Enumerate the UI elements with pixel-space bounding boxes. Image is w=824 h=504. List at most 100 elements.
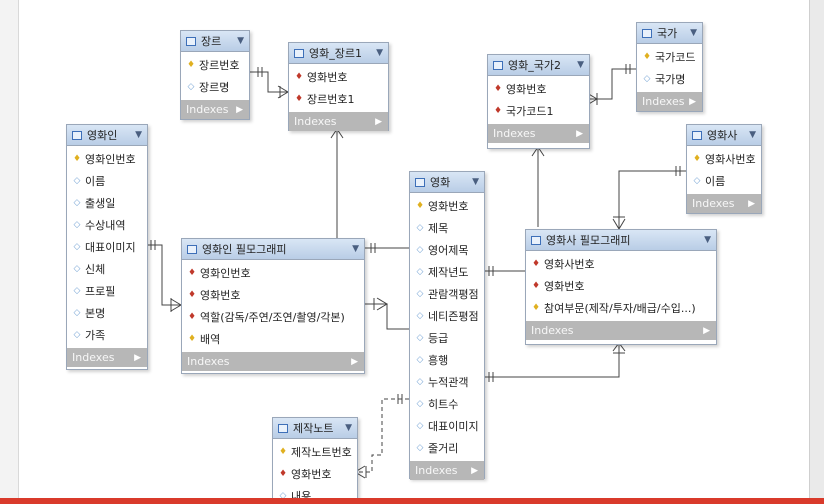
column-row[interactable]: ♦영화번호	[526, 275, 716, 297]
table-yeonghwa[interactable]: 영화 ▼ ♦영화번호◇제목◇영어제목◇제작년도◇관람객평점◇네티즌평점◇등급◇흥…	[409, 171, 485, 480]
vertical-scrollbar[interactable]	[809, 0, 824, 504]
column-row[interactable]: ♦배역	[182, 328, 364, 350]
column-icon: ◇	[73, 242, 81, 252]
expand-arrow-icon[interactable]: ▶	[748, 198, 755, 209]
column-row[interactable]: ◇영어제목	[410, 239, 484, 261]
column-row[interactable]: ◇누적관객	[410, 371, 484, 393]
chevron-down-icon[interactable]: ▼	[352, 244, 359, 254]
column-row[interactable]: ♦영화인번호	[67, 148, 147, 170]
column-row[interactable]: ◇수상내역	[67, 214, 147, 236]
column-row[interactable]: ♦영화번호	[182, 284, 364, 306]
table-header[interactable]: 영화사 ▼	[687, 125, 761, 146]
column-row[interactable]: ♦국가코드	[637, 46, 702, 68]
column-row[interactable]: ◇흥행	[410, 349, 484, 371]
column-row[interactable]: ♦영화번호	[488, 78, 589, 100]
column-row[interactable]: ◇줄거리	[410, 437, 484, 459]
column-row[interactable]: ◇국가명	[637, 68, 702, 90]
column-row[interactable]: ♦국가코드1	[488, 100, 589, 122]
expand-arrow-icon[interactable]: ▶	[351, 356, 358, 367]
indexes-bar[interactable]: Indexes ▶	[637, 92, 702, 111]
column-row[interactable]: ♦영화번호	[273, 463, 357, 485]
expand-arrow-icon[interactable]: ▶	[703, 325, 710, 336]
column-row[interactable]: ◇대표이미지	[67, 236, 147, 258]
column-row[interactable]: ◇관람객평점	[410, 283, 484, 305]
table-gukga[interactable]: 국가 ▼ ♦국가코드◇국가명 Indexes ▶	[636, 22, 703, 112]
column-icon: ◇	[693, 176, 701, 186]
column-row[interactable]: ♦참여부문(제작/투자/배급/수입...)	[526, 297, 716, 319]
table-header[interactable]: 영화 ▼	[410, 172, 484, 193]
table-icon	[642, 28, 652, 38]
chevron-down-icon[interactable]: ▼	[704, 235, 711, 245]
column-row[interactable]: ◇이름	[67, 170, 147, 192]
table-yeonghwasa-filmography[interactable]: 영화사 필모그래피 ▼ ♦영화사번호♦영화번호♦참여부문(제작/투자/배급/수입…	[525, 229, 717, 345]
column-row[interactable]: ◇이름	[687, 170, 761, 192]
column-row[interactable]: ◇등급	[410, 327, 484, 349]
table-yeonghwain[interactable]: 영화인 ▼ ♦영화인번호◇이름◇출생일◇수상내역◇대표이미지◇신체◇프로필◇본명…	[66, 124, 148, 370]
column-icon: ◇	[416, 355, 424, 365]
column-name: 장르번호	[199, 59, 240, 72]
indexes-bar[interactable]: Indexes ▶	[687, 194, 761, 213]
table-header[interactable]: 영화_국가2 ▼	[488, 55, 589, 76]
table-header[interactable]: 영화인 필모그래피 ▼	[182, 239, 364, 260]
column-row[interactable]: ♦영화번호	[289, 66, 388, 88]
column-list: ♦국가코드◇국가명	[637, 44, 702, 92]
indexes-bar[interactable]: Indexes ▶	[410, 461, 484, 480]
table-jangre[interactable]: 장르 ▼ ♦장르번호◇장르명 Indexes ▶	[180, 30, 250, 120]
column-row[interactable]: ◇신체	[67, 258, 147, 280]
table-header[interactable]: 국가 ▼	[637, 23, 702, 44]
column-name: 영화사번호	[705, 153, 756, 166]
expand-arrow-icon[interactable]: ▶	[375, 116, 382, 127]
table-header[interactable]: 장르 ▼	[181, 31, 249, 52]
column-row[interactable]: ♦장르번호1	[289, 88, 388, 110]
expand-arrow-icon[interactable]: ▶	[576, 128, 583, 139]
chevron-down-icon[interactable]: ▼	[472, 177, 479, 187]
column-row[interactable]: ♦영화사번호	[526, 253, 716, 275]
column-row[interactable]: ◇히트수	[410, 393, 484, 415]
table-header[interactable]: 영화_장르1 ▼	[289, 43, 388, 64]
table-yeonghwa-gukga2[interactable]: 영화_국가2 ▼ ♦영화번호♦국가코드1 Indexes ▶	[487, 54, 590, 149]
column-row[interactable]: ◇프로필	[67, 280, 147, 302]
expand-arrow-icon[interactable]: ▶	[236, 104, 243, 115]
chevron-down-icon[interactable]: ▼	[135, 130, 142, 140]
expand-arrow-icon[interactable]: ▶	[471, 465, 478, 476]
indexes-bar[interactable]: Indexes ▶	[526, 321, 716, 340]
column-row[interactable]: ♦제작노트번호	[273, 441, 357, 463]
expand-arrow-icon[interactable]: ▶	[134, 352, 141, 363]
column-row[interactable]: ◇대표이미지	[410, 415, 484, 437]
column-row[interactable]: ♦영화번호	[410, 195, 484, 217]
column-row[interactable]: ◇본명	[67, 302, 147, 324]
indexes-bar[interactable]: Indexes ▶	[289, 112, 388, 131]
column-row[interactable]: ♦장르번호	[181, 54, 249, 76]
chevron-down-icon[interactable]: ▼	[376, 48, 383, 58]
column-row[interactable]: ♦영화인번호	[182, 262, 364, 284]
column-icon: ◇	[73, 198, 81, 208]
column-row[interactable]: ♦역할(감독/주연/조연/촬영/각본)	[182, 306, 364, 328]
table-header[interactable]: 제작노트 ▼	[273, 418, 357, 439]
indexes-bar[interactable]: Indexes ▶	[182, 352, 364, 371]
column-row[interactable]: ◇가족	[67, 324, 147, 346]
table-header[interactable]: 영화사 필모그래피 ▼	[526, 230, 716, 251]
column-row[interactable]: ◇장르명	[181, 76, 249, 98]
indexes-bar[interactable]: Indexes ▶	[67, 348, 147, 367]
column-row[interactable]: ♦영화사번호	[687, 148, 761, 170]
table-header[interactable]: 영화인 ▼	[67, 125, 147, 146]
chevron-down-icon[interactable]: ▼	[690, 28, 697, 38]
table-jejaknote[interactable]: 제작노트 ▼ ♦제작노트번호♦영화번호◇내용	[272, 417, 358, 504]
chevron-down-icon[interactable]: ▼	[749, 130, 756, 140]
column-list: ♦영화인번호♦영화번호♦역할(감독/주연/조연/촬영/각본)♦배역	[182, 260, 364, 352]
table-yeonghwa-jangre1[interactable]: 영화_장르1 ▼ ♦영화번호♦장르번호1 Indexes ▶	[288, 42, 389, 131]
column-row[interactable]: ◇제작년도	[410, 261, 484, 283]
column-row[interactable]: ◇제목	[410, 217, 484, 239]
chevron-down-icon[interactable]: ▼	[237, 36, 244, 46]
chevron-down-icon[interactable]: ▼	[577, 60, 584, 70]
column-row[interactable]: ◇네티즌평점	[410, 305, 484, 327]
indexes-bar[interactable]: Indexes ▶	[488, 124, 589, 143]
indexes-bar[interactable]: Indexes ▶	[181, 100, 249, 119]
column-row[interactable]: ◇출생일	[67, 192, 147, 214]
chevron-down-icon[interactable]: ▼	[345, 423, 352, 433]
table-yeonghwain-filmography[interactable]: 영화인 필모그래피 ▼ ♦영화인번호♦영화번호♦역할(감독/주연/조연/촬영/각…	[181, 238, 365, 374]
table-icon	[187, 244, 197, 254]
table-yeonghwasa[interactable]: 영화사 ▼ ♦영화사번호◇이름 Indexes ▶	[686, 124, 762, 214]
expand-arrow-icon[interactable]: ▶	[689, 96, 696, 107]
